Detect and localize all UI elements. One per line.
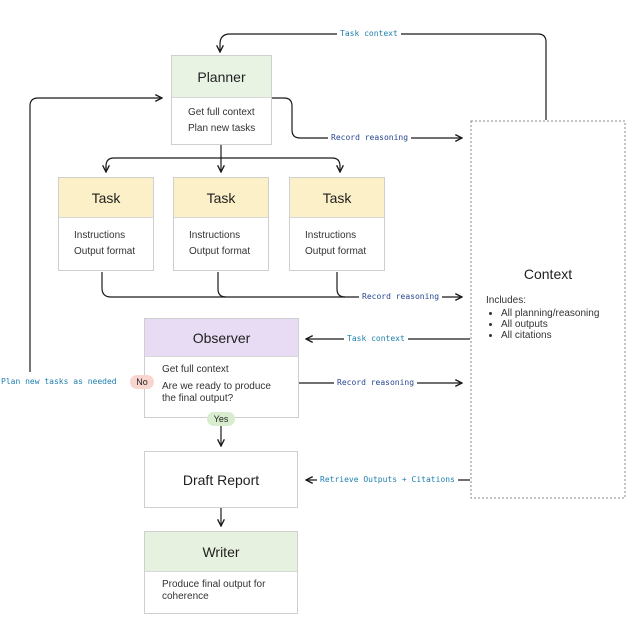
task-node[interactable]: Task Instructions Output format <box>289 177 385 271</box>
edge-label-record-reasoning-planner: Record reasoning <box>328 132 412 144</box>
edge-record-reasoning-tasks <box>101 272 462 297</box>
observer-line: Get full context <box>162 364 229 375</box>
writer-line: Produce final output for <box>162 579 266 590</box>
task-node[interactable]: Task Instructions Output format <box>173 177 269 271</box>
task-body: Instructions Output format <box>174 218 268 260</box>
context-item: All outputs <box>501 319 599 330</box>
observer-title: Observer <box>192 329 251 346</box>
context-item: All planning/reasoning <box>501 308 599 319</box>
task-header: Task <box>290 178 384 218</box>
context-node[interactable]: Context Includes: All planning/reasoning… <box>472 122 624 497</box>
edge-label-record-reasoning-tasks: Record reasoning <box>359 291 443 303</box>
planner-body: Get full context Plan new tasks <box>172 98 271 137</box>
edge-label-record-reasoning-observer: Record reasoning <box>334 377 418 389</box>
writer-node[interactable]: Writer Produce final output for coherenc… <box>144 531 298 614</box>
planner-line: Plan new tasks <box>188 123 256 134</box>
task-title: Task <box>322 189 352 206</box>
task-line: Output format <box>305 246 367 257</box>
edge-label-task-context-top: Task context <box>337 28 401 40</box>
planner-node[interactable]: Planner Get full context Plan new tasks <box>171 55 272 145</box>
observer-line: Are we ready to produce <box>162 381 271 392</box>
planner-title: Planner <box>197 68 246 85</box>
task-body: Instructions Output format <box>290 218 384 260</box>
context-box-border <box>470 120 626 499</box>
task-title: Task <box>206 189 236 206</box>
task-line: Instructions <box>74 230 126 241</box>
writer-title: Writer <box>202 543 240 560</box>
context-title: Context <box>523 266 573 282</box>
writer-header: Writer <box>145 532 297 572</box>
context-items-list: All planning/reasoning All outputs All c… <box>486 308 599 341</box>
edge-label-task-context-observer: Task context <box>344 333 408 345</box>
draft-report-title: Draft Report <box>182 471 260 488</box>
observer-body: Get full context Are we ready to produce… <box>145 357 298 405</box>
yes-pill: Yes <box>207 412 235 426</box>
task-title: Task <box>91 189 121 206</box>
no-pill: No <box>130 375 154 389</box>
edge-label-plan-new-tasks: Plan new tasks as needed <box>0 376 118 388</box>
context-item: All citations <box>501 330 599 341</box>
observer-node[interactable]: Observer Get full context Are we ready t… <box>144 318 299 418</box>
planner-line: Get full context <box>188 107 255 118</box>
task-line: Instructions <box>189 230 241 241</box>
task-line: Instructions <box>305 230 357 241</box>
observer-header: Observer <box>145 319 298 357</box>
task-line: Output format <box>189 246 251 257</box>
planner-header: Planner <box>172 56 271 98</box>
draft-report-node[interactable]: Draft Report <box>144 451 298 508</box>
task-node[interactable]: Task Instructions Output format <box>58 177 154 271</box>
edge-record-reasoning-planner <box>272 97 462 138</box>
writer-line: coherence <box>162 591 209 602</box>
task-body: Instructions Output format <box>59 218 153 260</box>
observer-line: the final output? <box>162 393 234 404</box>
writer-body: Produce final output for coherence <box>145 572 297 603</box>
task-line: Output format <box>74 246 136 257</box>
edge-label-retrieve: Retrieve Outputs + Citations <box>317 474 458 486</box>
context-includes-label: Includes: <box>486 295 527 306</box>
task-header: Task <box>59 178 153 218</box>
task-header: Task <box>174 178 268 218</box>
